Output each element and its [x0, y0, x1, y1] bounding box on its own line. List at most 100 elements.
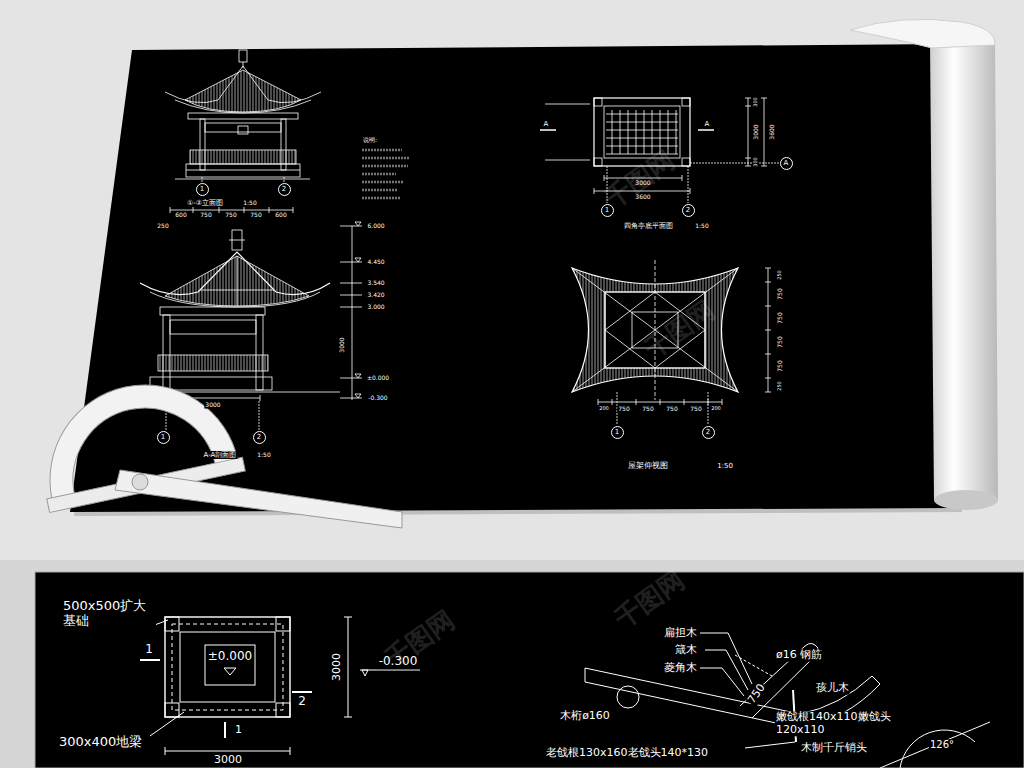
- foundation-plan: [224, 668, 236, 675]
- foundation-plan: [140, 617, 420, 755]
- elevation-drawing: [293, 207, 294, 213]
- notes-lines: [362, 150, 410, 198]
- protractor: [32, 367, 238, 499]
- foundation-plan: [180, 632, 275, 702]
- plan-drawing: [745, 106, 751, 107]
- dimension-text: 3600: [769, 123, 776, 140]
- foundation-plan: [165, 617, 290, 717]
- part-name: 老戗根130x160老戗头140*130: [545, 747, 709, 760]
- elevation-drawing: [219, 207, 220, 213]
- notes-lines: [362, 149, 402, 152]
- part-name: 扁担木: [663, 627, 698, 640]
- section-drawing: [150, 292, 320, 307]
- corner-detail: [585, 668, 800, 714]
- dimension-text: 600: [274, 212, 287, 219]
- paper-sheet: [70, 44, 962, 516]
- dimension-text: 3000: [753, 123, 760, 140]
- plan-drawing: [764, 98, 765, 166]
- dimension-text: 750: [249, 212, 262, 219]
- protractor: [27, 366, 402, 528]
- foundation-plan: [276, 703, 290, 717]
- axis-number: 1: [615, 429, 619, 436]
- plan-drawing: [606, 114, 678, 154]
- plan-drawing: [682, 175, 683, 181]
- section-drawing: [340, 307, 362, 308]
- elevation-drawing: [269, 207, 270, 213]
- foundation-plan: [165, 751, 290, 752]
- elevation-drawing: [239, 50, 247, 62]
- foundation-plan: [360, 670, 420, 671]
- part-name: 木桁ø160: [559, 710, 611, 723]
- dimension-text: 250: [777, 269, 783, 281]
- dimension-text: 750: [777, 359, 784, 372]
- foundation-plan: [276, 617, 290, 631]
- dimension-text: 250: [156, 223, 169, 230]
- view-title: ①-②立面图: [186, 199, 224, 207]
- section-drawing: [256, 315, 263, 390]
- plan-drawing: [604, 175, 605, 181]
- view-title: A-A剖面图: [203, 451, 238, 459]
- elevation-drawing: [190, 150, 296, 164]
- plan-drawing: [594, 188, 595, 194]
- axis-bubble: 2: [278, 183, 291, 196]
- dimension-text: 750: [641, 406, 654, 413]
- dimension-text: 3000: [213, 754, 243, 767]
- dimension-text: 3000: [204, 402, 221, 409]
- section-drawing: [229, 240, 245, 241]
- paper-roll: [850, 19, 998, 510]
- dimension-text: 200: [598, 406, 610, 412]
- view-title: 四角亭底平面图: [623, 222, 674, 230]
- dimension-text: 300: [753, 96, 759, 108]
- elevation-mark: -0.300: [367, 395, 388, 402]
- corner-detail: [900, 730, 975, 768]
- section-drawing: [158, 355, 268, 371]
- axis-number: 2: [686, 207, 690, 214]
- plan-drawing: [690, 163, 779, 164]
- corner-detail: [700, 668, 744, 696]
- dimension-text: 750: [617, 406, 630, 413]
- angle-text: 126°: [929, 739, 955, 751]
- dimension-text: 750: [777, 335, 784, 348]
- foundation-plan: [140, 659, 160, 661]
- plan-drawing: [540, 129, 556, 131]
- plan-drawing: [594, 98, 602, 106]
- elevation-mark: 4.450: [366, 259, 385, 266]
- elevation-drawing: [165, 50, 321, 213]
- section-drawing: [340, 295, 362, 296]
- foundation-plan: [150, 712, 184, 736]
- part-name: 300x400地梁: [58, 735, 143, 750]
- section-drawing: [259, 401, 260, 430]
- plan-drawing: [698, 129, 714, 131]
- axis-number: 2: [282, 186, 286, 193]
- section-mark: A: [704, 120, 711, 128]
- section-drawing: [165, 256, 309, 306]
- elevation-drawing: [170, 210, 293, 211]
- plan-drawing: [688, 166, 689, 203]
- notes-lines: [362, 197, 400, 200]
- section-mark: 1: [234, 724, 243, 737]
- notes-lines: [362, 173, 396, 176]
- roof-ceiling-plan: [708, 392, 709, 425]
- dimension-text: 750: [777, 287, 784, 300]
- notes-lines: [362, 189, 398, 192]
- section-drawing: [160, 307, 265, 315]
- axis-bubble: 2: [253, 431, 266, 444]
- scale-text: 1:50: [716, 462, 734, 470]
- dimension-text: 3000: [339, 336, 346, 353]
- foundation-plan: [224, 722, 226, 738]
- elevation-mark: 3.540: [366, 280, 385, 287]
- elevation-drawing: [188, 113, 298, 119]
- plan-drawing: [761, 98, 767, 99]
- elevation-mark: 6.000: [366, 223, 385, 230]
- section-drawing: [352, 226, 353, 400]
- plan-drawing: [545, 104, 590, 105]
- dimension-text: 750: [689, 406, 702, 413]
- roof-ceiling-plan: [572, 260, 771, 425]
- paper-roll: [930, 40, 998, 507]
- dimension-text: 250: [777, 380, 783, 392]
- section-mark: 2: [297, 695, 307, 709]
- section-drawing: [340, 283, 362, 284]
- elevation-drawing: [185, 70, 301, 112]
- foundation-plan: [165, 703, 179, 717]
